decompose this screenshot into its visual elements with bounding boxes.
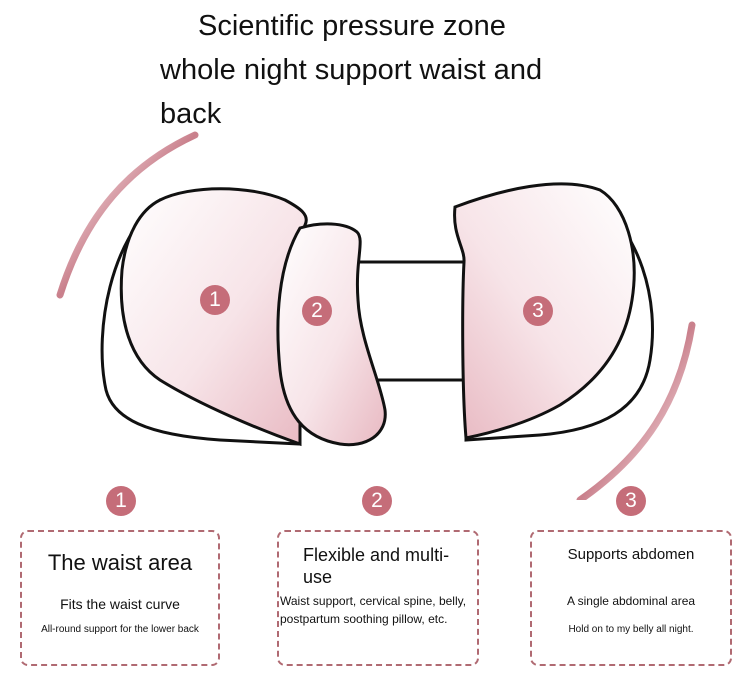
card-3-heading: Supports abdomen: [567, 546, 695, 563]
card-1-heading: The waist area: [47, 550, 193, 575]
card-1-detail: All-round support for the lower back: [41, 624, 199, 635]
lobe-2: [276, 222, 387, 447]
card-3-detail: Hold on to my belly all night.: [568, 624, 694, 635]
card-1-subheading: Fits the waist curve: [60, 596, 180, 612]
feature-card-flexible: Flexible and multi-use Waist support, ce…: [277, 530, 479, 666]
zone-1-badge: 1: [200, 285, 230, 315]
pillow-illustration: [56, 131, 696, 500]
card-3-badge: 3: [616, 486, 646, 516]
feature-card-abdomen: Supports abdomen A single abdominal area…: [530, 530, 732, 666]
card-2-badge: 2: [362, 486, 392, 516]
motion-arc-right: [576, 321, 696, 500]
headline-line-1: Scientific pressure zone: [198, 10, 506, 42]
card-3-subheading: A single abdominal area: [566, 594, 696, 608]
lobe-1: [119, 187, 308, 447]
headline-line-2: whole night support waist and: [160, 54, 543, 86]
card-1-badge: 1: [106, 486, 136, 516]
card-2-detail: Waist support, cervical spine, belly, po…: [280, 594, 467, 626]
headline: Scientific pressure zone whole night sup…: [160, 4, 720, 136]
motion-arc-left: [56, 131, 199, 299]
feature-card-waist: The waist area Fits the waist curve All-…: [20, 530, 220, 666]
zone-3-badge: 3: [523, 296, 553, 326]
card-2-heading: Flexible and multi-use: [303, 545, 450, 587]
zone-2-badge: 2: [302, 296, 332, 326]
headline-line-3: back: [160, 98, 222, 130]
